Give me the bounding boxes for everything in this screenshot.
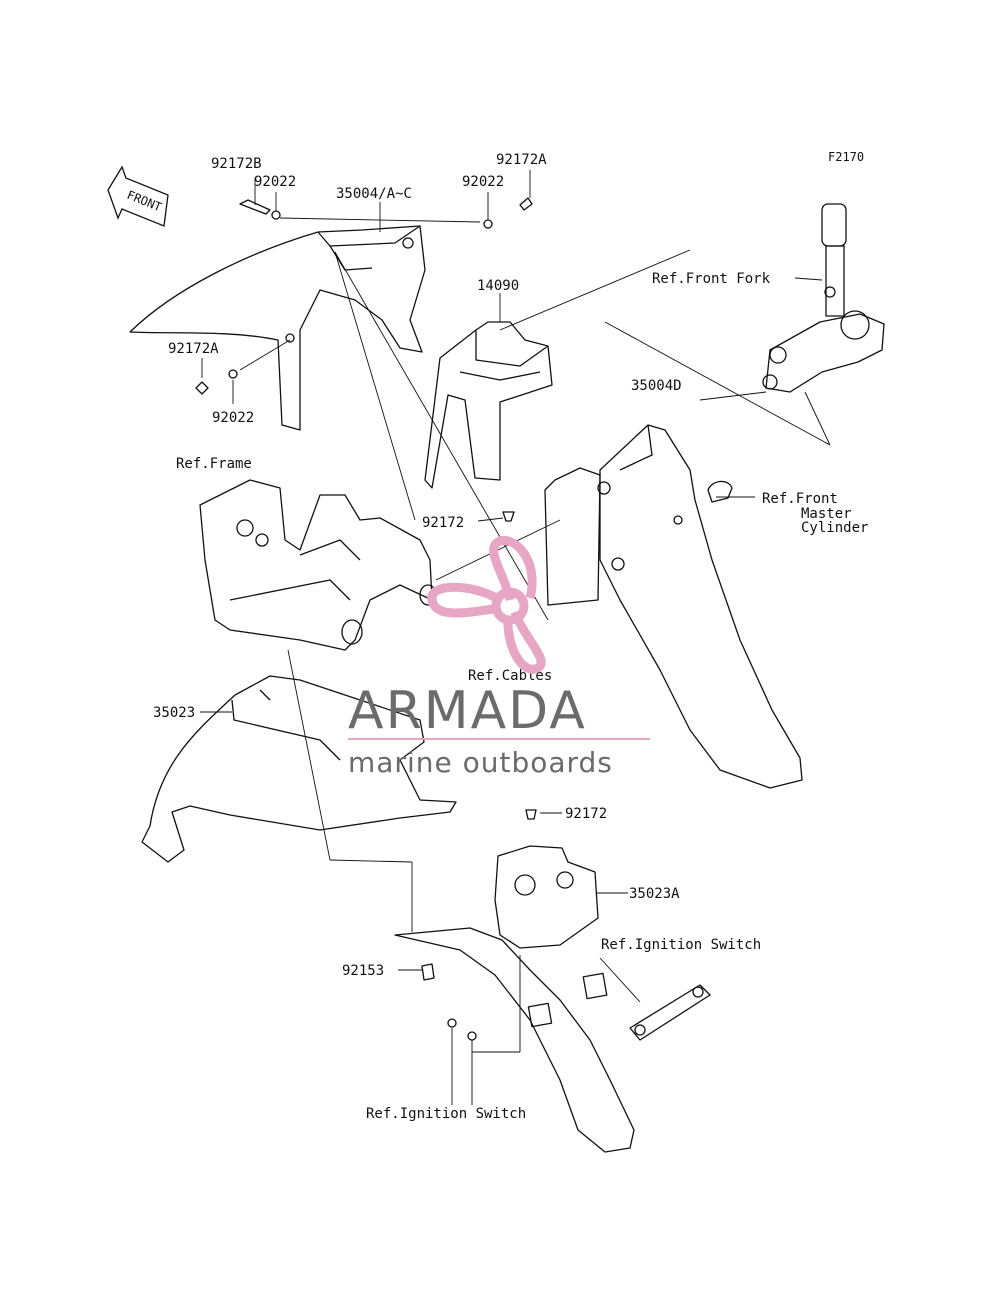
ref-front-fork: Ref.Front Fork (652, 271, 771, 287)
part-label: 92172B (211, 156, 262, 172)
part-label: 35004/A~C (336, 186, 412, 202)
ref-ignition-switch: Ref.Ignition Switch (366, 1106, 526, 1122)
part-label: 92022 (254, 174, 296, 190)
rear-fender-35023a (394, 845, 635, 1153)
ignition-switch-bracket (629, 984, 711, 1041)
watermark-brand: ARMADA (348, 681, 587, 741)
part-label: 92172 (422, 515, 464, 531)
part-label: 92022 (212, 410, 254, 426)
propeller-logo-icon (427, 536, 546, 674)
front-fork-assembly (762, 203, 885, 393)
part-label: 35023A (629, 886, 680, 902)
watermark-tagline: marine outboards (348, 746, 613, 779)
ref-front-master-cylinder: Ref.Front (762, 491, 838, 507)
ref-front-master-cylinder: Cylinder (801, 520, 868, 536)
part-label: 35004D (631, 378, 682, 394)
part-labels: 92172B 92022 35004/A~C 92022 92172A 1409… (153, 152, 682, 979)
frame (199, 479, 437, 651)
part-label: 35023 (153, 705, 195, 721)
figure-code: F2170 (828, 150, 864, 164)
ref-ignition-switch: Ref.Ignition Switch (601, 937, 761, 953)
watermark: ARMADA marine outboards (348, 536, 650, 779)
part-label: 14090 (477, 278, 519, 294)
part-label: 92172 (565, 806, 607, 822)
part-label: 92172A (496, 152, 547, 168)
inner-fender-35023 (141, 675, 457, 863)
part-label: 92153 (342, 963, 384, 979)
front-fender (129, 225, 426, 431)
part-label: 92022 (462, 174, 504, 190)
cover-14090 (424, 321, 553, 489)
part-label: 92172A (168, 341, 219, 357)
master-cylinder-clamp (707, 480, 733, 503)
front-fender-35004d (544, 424, 803, 789)
front-arrow-icon: FRONT (107, 165, 169, 227)
leader-lines (200, 170, 831, 1105)
ref-front-master-cylinder: Master (801, 506, 852, 522)
ref-frame: Ref.Frame (176, 456, 252, 472)
